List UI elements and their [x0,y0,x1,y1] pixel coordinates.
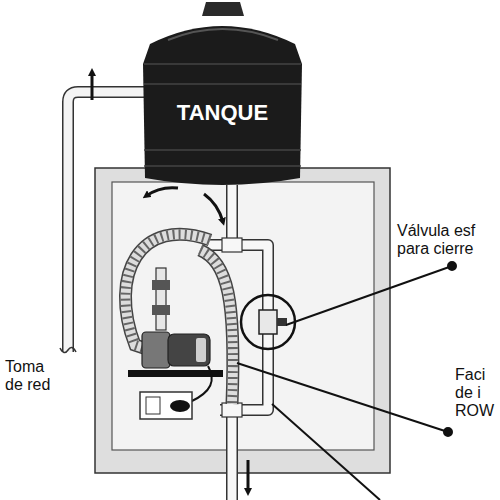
flexible-hose [125,234,233,404]
pump [128,268,223,377]
flow-arrow [146,188,178,196]
flow-arrow [247,460,250,492]
ball-valve [241,295,295,349]
water-tank: TANQUE [140,0,305,188]
callout-label: Faci de i ROW [455,366,497,420]
callout-label: Válvula esf para cierre [397,222,497,258]
tank-shape [140,0,305,188]
flow-arrow [91,72,94,100]
leader-line [237,262,456,500]
tank-label: TANQUE [140,100,305,126]
callout-label: Toma de red [5,358,57,394]
cabinet [95,168,390,473]
flow-arrow [204,194,223,222]
power-outlet [140,366,212,419]
